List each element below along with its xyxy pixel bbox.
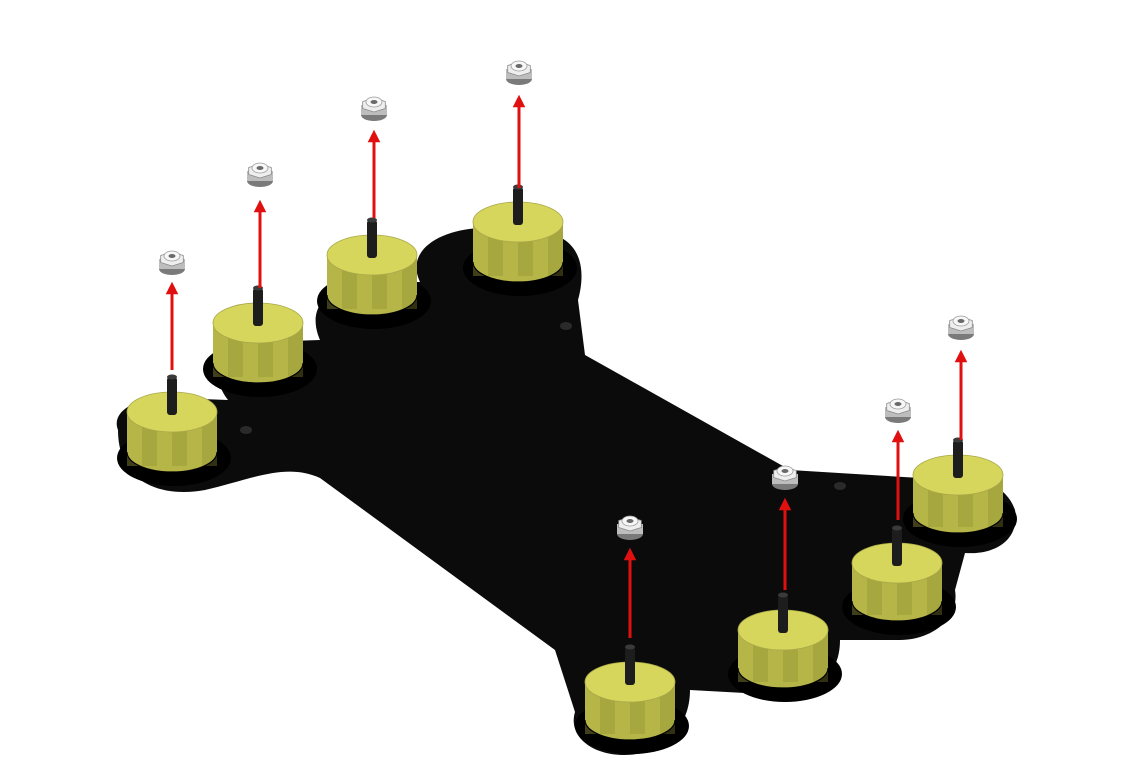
threaded-stud xyxy=(892,528,902,566)
damper-layer xyxy=(117,184,1017,754)
stud-tip xyxy=(625,644,635,650)
threaded-stud xyxy=(513,187,523,225)
nut-hole xyxy=(515,64,523,68)
lock-nut xyxy=(885,398,911,423)
stud-tip xyxy=(167,374,177,380)
lock-nut xyxy=(506,60,532,85)
nut-hole xyxy=(781,469,789,473)
damper-assembly xyxy=(903,437,1017,547)
threaded-stud xyxy=(953,440,963,478)
damper-bottom-edge xyxy=(737,667,829,689)
lock-nut xyxy=(772,465,798,490)
damper-assembly xyxy=(317,217,431,329)
nut-layer xyxy=(159,60,974,540)
lock-nut xyxy=(361,96,387,121)
damper-bottom-edge xyxy=(851,600,943,622)
nut-hole xyxy=(370,100,378,104)
lock-nut xyxy=(948,315,974,340)
threaded-stud xyxy=(778,595,788,633)
stud-tip xyxy=(367,217,377,223)
damper-bottom-edge xyxy=(326,294,418,316)
stud-tip xyxy=(778,592,788,598)
damper-bottom-edge xyxy=(584,719,676,741)
damper-assembly xyxy=(117,374,231,486)
lock-nut xyxy=(159,250,185,275)
lock-nut xyxy=(247,162,273,187)
damper-assembly xyxy=(728,592,842,702)
damper-assembly xyxy=(463,184,577,296)
damper-bottom-edge xyxy=(212,362,304,384)
mounting-hole xyxy=(560,322,572,330)
nut-hole xyxy=(626,519,634,523)
mounting-hole xyxy=(240,426,252,434)
threaded-stud xyxy=(167,377,177,415)
nut-hole xyxy=(894,402,902,406)
damper-bottom-edge xyxy=(126,451,218,473)
nut-hole xyxy=(957,319,965,323)
damper-assembly xyxy=(575,644,689,754)
mounting-hole xyxy=(834,482,846,490)
nut-hole xyxy=(168,254,176,258)
damper-assembly xyxy=(842,525,956,635)
damper-assembly xyxy=(203,285,317,397)
lock-nut xyxy=(617,515,643,540)
nut-hole xyxy=(256,166,264,170)
damper-bottom-edge xyxy=(912,512,1004,534)
stud-tip xyxy=(892,525,902,531)
threaded-stud xyxy=(367,220,377,258)
damper-bottom-edge xyxy=(472,261,564,283)
arrow-layer xyxy=(165,94,968,638)
threaded-stud xyxy=(253,288,263,326)
threaded-stud xyxy=(625,647,635,685)
